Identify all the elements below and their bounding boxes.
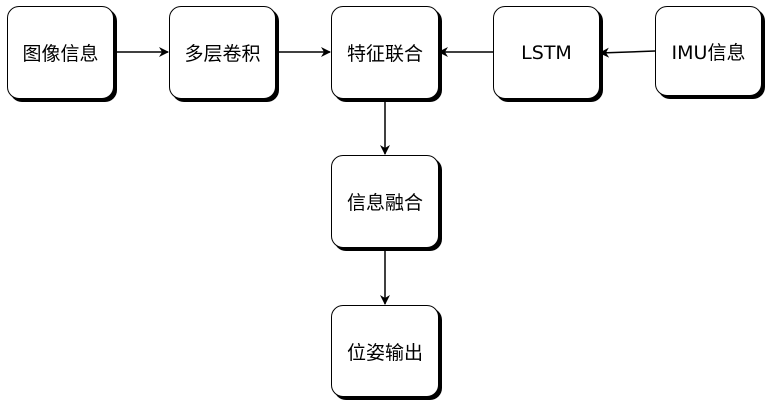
node-image-info: 图像信息 <box>7 6 114 99</box>
edge-imu-info-to-lstm <box>599 47 656 58</box>
node-multilayer-conv: 多层卷积 <box>169 6 276 99</box>
node-lstm: LSTM <box>493 6 600 99</box>
node-info-fusion: 信息融合 <box>331 155 439 248</box>
node-feature-concat: 特征联合 <box>331 6 439 99</box>
node-pose-output: 位姿输出 <box>331 305 439 397</box>
node-imu-info: IMU信息 <box>655 6 762 96</box>
